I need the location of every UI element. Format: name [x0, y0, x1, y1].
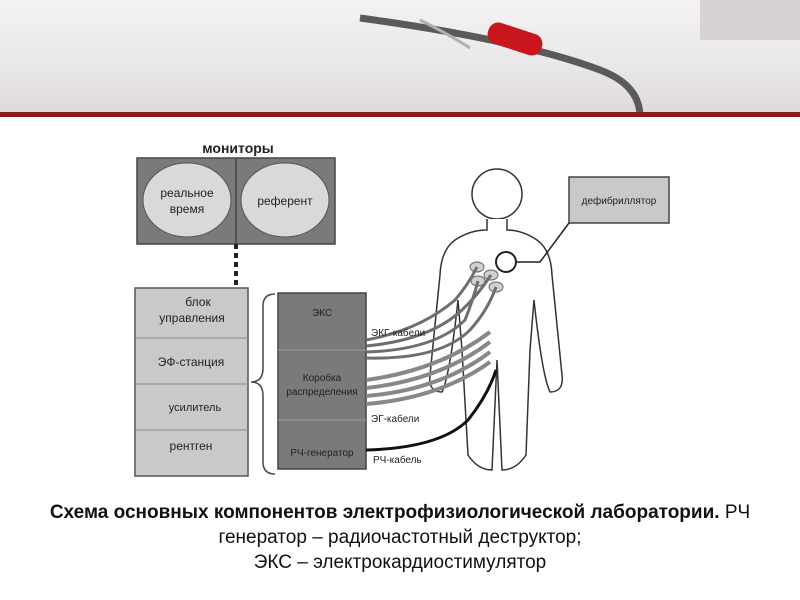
caption-bold: Схема основных компонентов электрофизиол…: [49, 502, 720, 523]
eks-label: ЭКС: [312, 308, 332, 319]
monitors-title: мониторы: [202, 140, 274, 156]
stack-ef-station-label: ЭФ-станция: [158, 355, 224, 369]
eg-cable-3: [365, 350, 492, 398]
stack-xray-label: рентген: [170, 439, 213, 453]
monitor-realtime: [142, 162, 232, 238]
defibrillator-label: дефибриллятор: [582, 195, 657, 207]
caption-line1-rest: РЧ генератор – радиочастотный деструктор…: [218, 502, 751, 548]
header-banner: [0, 0, 800, 117]
eg-cable-2: [365, 340, 492, 390]
ekg-cable-2: [365, 274, 493, 348]
ekg-cable-1: [365, 266, 479, 342]
caption: Схема основных компонентов электрофизиол…: [10, 500, 790, 575]
ekg-cable-4: [365, 286, 498, 360]
banner-corner-shade: [700, 0, 800, 40]
monitor-referent-label: референт: [257, 194, 313, 208]
banner-pen-cap: [487, 22, 543, 56]
defibrillator-box: [568, 176, 670, 224]
rf-generator-label: РЧ-генератор: [290, 448, 354, 459]
banner-pen-illustration: [359, 0, 800, 117]
banner-stripe: [0, 112, 800, 117]
patient-body: [429, 219, 563, 471]
distribution-box-label-2: распределения: [286, 387, 357, 398]
rf-cable-label: РЧ-кабель: [373, 454, 422, 466]
ekg-cables-label: ЭКГ-кабели: [371, 327, 425, 339]
distribution-box-label-1: Коробка: [303, 372, 342, 384]
defibrillator-lead: [516, 222, 570, 263]
monitor-realtime-label-2: время: [170, 202, 204, 216]
patient-head: [471, 168, 523, 220]
monitor-referent: [240, 162, 330, 238]
monitor-realtime-label-1: реальное: [160, 186, 214, 200]
equipment-stack: [134, 287, 249, 477]
rf-cable: [365, 369, 498, 452]
ep-lab-diagram: мониторы реальное время референт блок уп…: [134, 140, 670, 477]
stack-control-label-1: блок: [185, 295, 211, 309]
grouping-brace: [250, 293, 276, 475]
caption-line2: ЭКС – электрокардиостимулятор: [253, 552, 547, 573]
stack-control-label-2: управления: [159, 311, 224, 325]
eg-cables-label: ЭГ-кабели: [371, 413, 419, 425]
banner-pen-stem: [359, 14, 644, 117]
ekg-cable-3: [365, 280, 480, 354]
eg-cable-4: [365, 360, 492, 406]
eks-stack: [277, 292, 367, 470]
stack-amplifier-label: усилитель: [169, 402, 222, 414]
eg-cable-1: [365, 330, 492, 382]
banner-pen-highlight: [419, 18, 471, 50]
